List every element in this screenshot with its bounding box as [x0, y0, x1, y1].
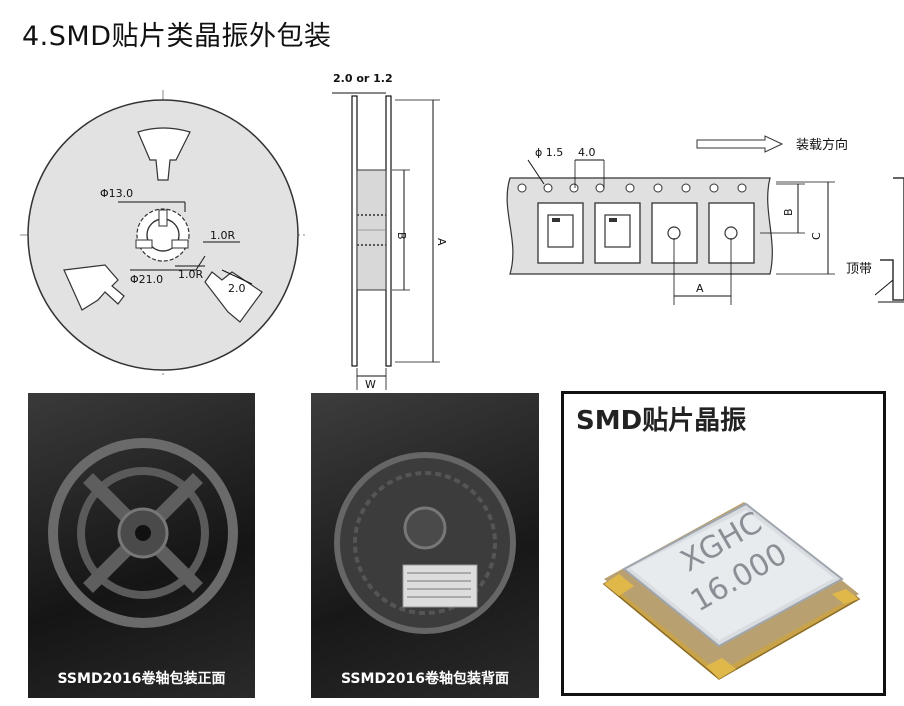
front-photo-label: SSMD2016卷轴包装正面: [57, 671, 226, 687]
dim-phi21: Φ21.0: [130, 273, 163, 286]
technical-drawings: Φ13.0 Φ21.0 1.0R 1.0R 2.0 2.0 or 1.2 A B…: [20, 72, 904, 390]
top-tape-label: 顶带: [846, 262, 872, 277]
dim-flange: 2.0 or 1.2: [333, 72, 393, 85]
dim-r2: 1.0R: [178, 268, 203, 281]
dim-tape-B: B: [782, 208, 795, 216]
reel-back-photo: SSMD2016卷轴包装背面: [311, 393, 539, 698]
reel-front-image: [48, 438, 238, 628]
dim-phi15: ϕ 1.5: [535, 146, 563, 159]
product-panel: SMD贴片晶振 XGHC 16.000: [561, 391, 886, 696]
dim-A: A: [435, 238, 448, 246]
dim-2: 2.0: [228, 282, 246, 295]
dim-pitch: 4.0: [578, 146, 596, 159]
page-title: 4.SMD贴片类晶振外包装: [22, 21, 332, 52]
carrier-tape-drawing: ϕ 1.5 4.0 A B C 装载方向 顶带: [506, 135, 904, 305]
back-photo-label: SSMD2016卷轴包装背面: [340, 671, 510, 687]
direction-label: 装载方向: [796, 137, 848, 153]
reel-front-photo: SSMD2016卷轴包装正面: [28, 393, 255, 698]
dim-B: B: [395, 232, 408, 240]
dim-phi13: Φ13.0: [100, 187, 133, 200]
dim-tape-A: A: [696, 282, 704, 295]
reel-side-drawing: 2.0 or 1.2 A B W: [332, 72, 448, 390]
reel-back-image: [334, 452, 516, 634]
dim-r1: 1.0R: [210, 229, 235, 242]
dim-tape-C: C: [810, 232, 823, 240]
reel-front-drawing: Φ13.0 Φ21.0 1.0R 1.0R 2.0: [20, 90, 305, 378]
dim-W: W: [365, 378, 376, 390]
product-title: SMD贴片晶振: [576, 406, 747, 436]
crystal-oscillator-image: XGHC 16.000: [602, 502, 861, 680]
